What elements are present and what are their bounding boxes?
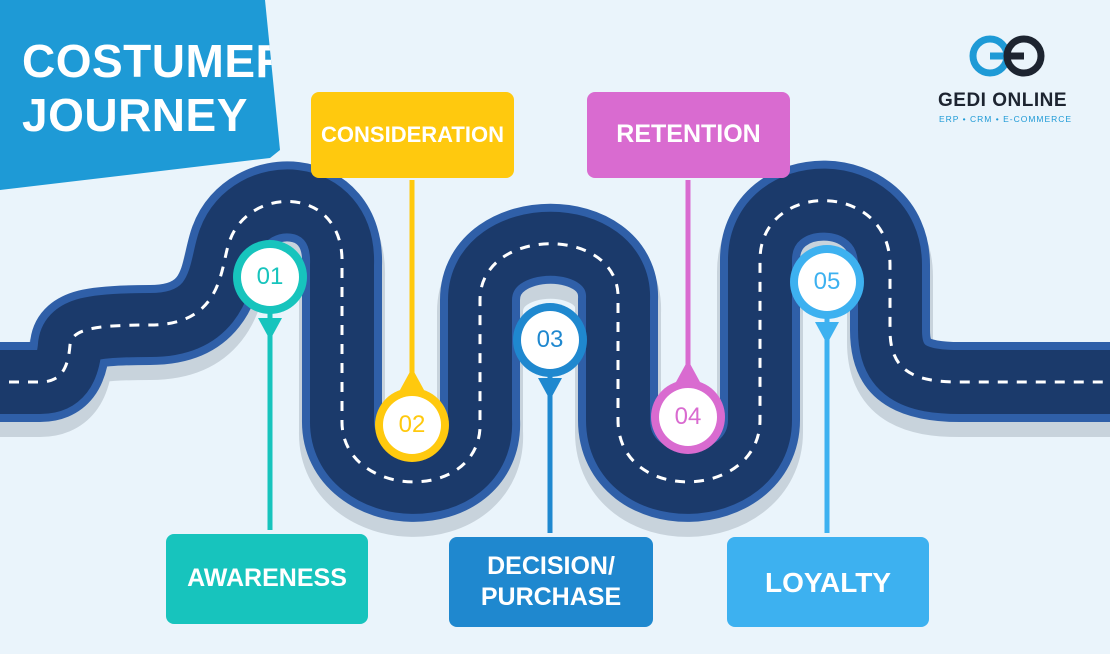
title-line-2: JOURNEY: [22, 89, 248, 141]
pin-tip-04: [676, 360, 700, 382]
loyalty-text: LOYALTY: [764, 566, 891, 598]
stage-number-02: 02: [383, 396, 441, 454]
stage-label-loyalty: LOYALTY: [727, 537, 929, 627]
logo-mark-icon: [969, 35, 1045, 77]
pin-tip-03: [538, 378, 562, 400]
stage-label-awareness: AWARENESS: [166, 534, 368, 624]
decision-text-line2: PURCHASE: [480, 583, 622, 611]
consideration-text: CONSIDERATION: [321, 122, 504, 148]
stage-number-01: 01: [241, 248, 299, 306]
stage-number-04: 04: [659, 388, 717, 446]
pin-tip-05: [815, 322, 839, 344]
awareness-text: AWARENESS: [187, 564, 347, 593]
stage-label-consideration: CONSIDERATION: [311, 92, 514, 178]
logo-name: GEDI ONLINE: [938, 90, 1068, 111]
stage-label-decision-purchase: DECISION/ PURCHASE: [449, 537, 653, 627]
title-banner: COSTUMER JOURNEY: [0, 0, 280, 190]
stage-label-retention: RETENTION: [587, 92, 790, 178]
decision-text-line1: DECISION/: [487, 551, 615, 580]
logo-tagline: ERP • CRM • E-COMMERCE: [939, 114, 1073, 124]
retention-text: RETENTION: [616, 120, 761, 149]
pin-tip-02: [400, 368, 424, 390]
stage-number-03: 03: [521, 311, 579, 369]
pin-tip-01: [258, 318, 282, 340]
title-line-1: COSTUMER: [22, 35, 290, 87]
gedi-logo: GEDI ONLINE ERP • CRM • E-COMMERCE: [930, 34, 1090, 134]
stage-number-05: 05: [798, 253, 856, 311]
